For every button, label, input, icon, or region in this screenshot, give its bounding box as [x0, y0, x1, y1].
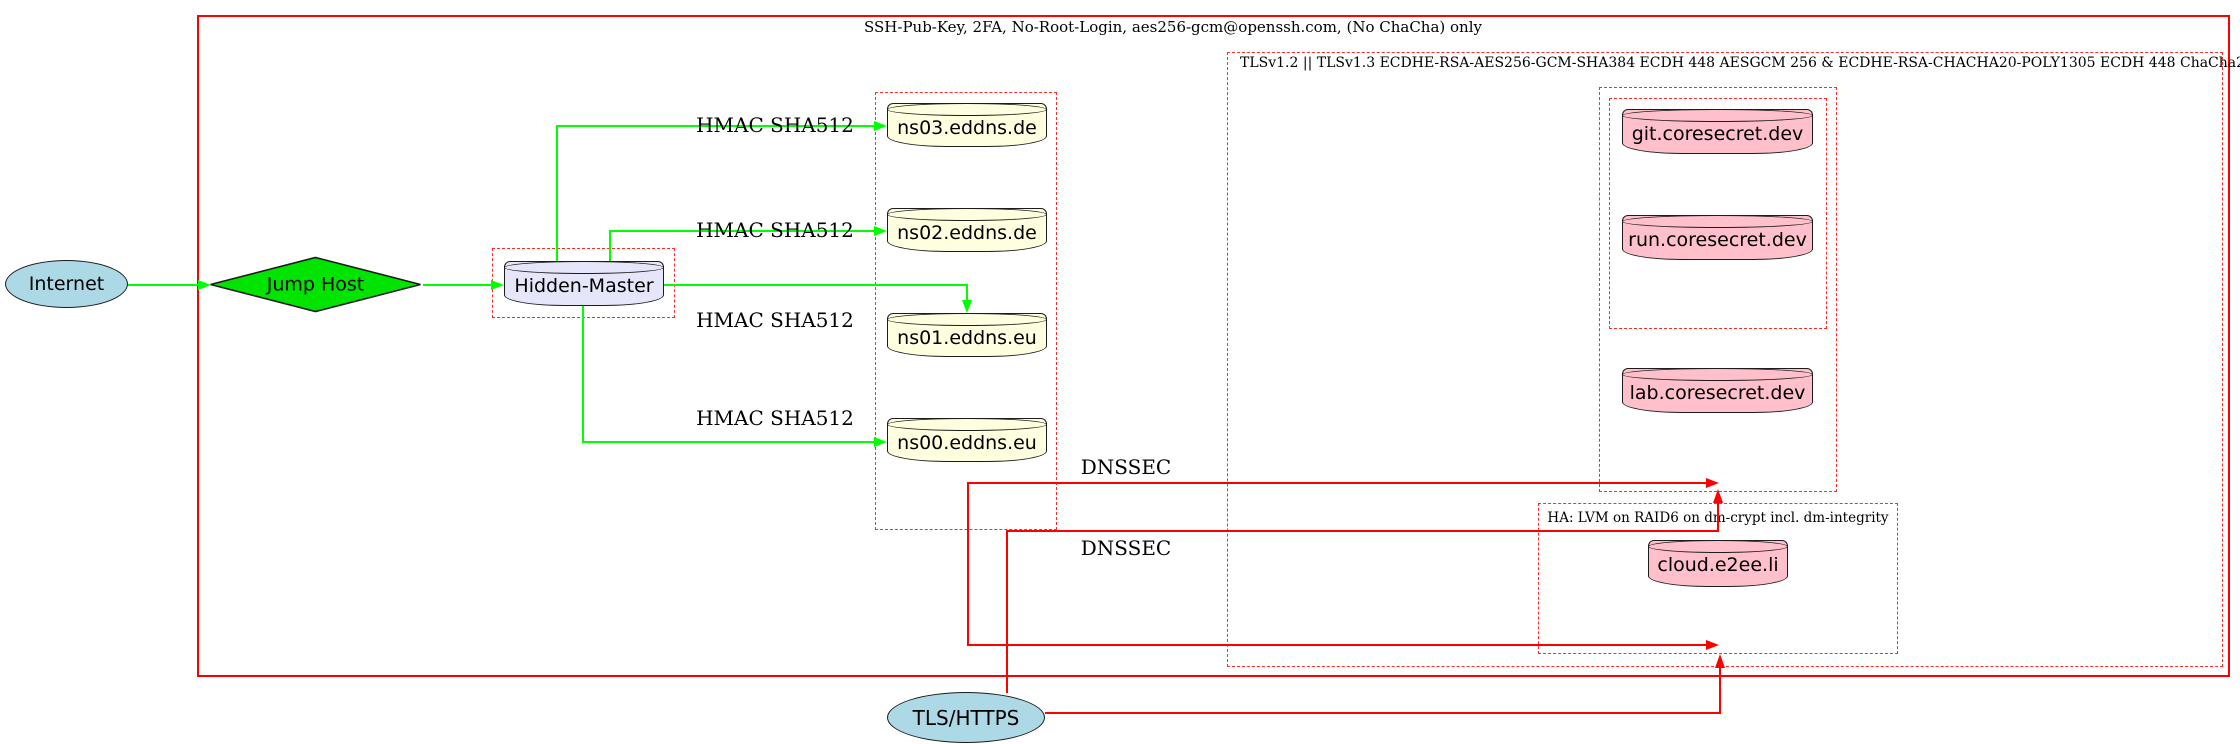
edge-tls-dev-v1	[1006, 530, 1008, 693]
arrowhead-internet-jumphost	[198, 280, 211, 290]
lab-node-label: lab.coresecret.dev	[1629, 382, 1806, 404]
cylinder-top	[1622, 215, 1813, 228]
arrowhead-hm-ns02	[874, 226, 887, 236]
tls-https-node: TLS/HTTPS	[887, 692, 1045, 743]
edge-jumphost-hiddenmaster	[423, 284, 491, 286]
hidden-master-node-label: Hidden-Master	[514, 275, 654, 297]
edge-tls-ha-h	[1045, 712, 1721, 714]
ns02-node-label: ns02.eddns.de	[897, 222, 1037, 244]
edge-dnssec2-h	[967, 644, 1707, 646]
arrowhead-tls-ha	[1715, 654, 1725, 668]
arrowhead-hm-ns01	[962, 300, 972, 313]
dnssec-label-1: DNSSEC	[1080, 455, 1172, 479]
edge-hm-ns03-v	[556, 125, 558, 263]
edge-internet-jumphost	[128, 284, 198, 286]
edge-hm-ns02-h	[609, 230, 874, 232]
arrowhead-dnssec1	[1706, 478, 1719, 488]
ns02-node: ns02.eddns.de	[887, 208, 1047, 252]
cylinder-top	[887, 313, 1047, 326]
edge-dnssec-v	[967, 482, 969, 646]
tls-cluster-box	[1227, 52, 2223, 667]
edge-tls-ha-v	[1719, 668, 1721, 714]
jump-host-diamond-shape	[210, 256, 421, 313]
git-node-label: git.coresecret.dev	[1631, 123, 1804, 145]
arrowhead-tls-dev	[1713, 489, 1723, 503]
edge-dnssec1-h	[967, 482, 1707, 484]
edge-hm-ns01-h	[664, 284, 968, 286]
internet-node-label: Internet	[28, 273, 105, 295]
ns00-node-label: ns00.eddns.eu	[897, 432, 1037, 454]
jump-host-node: Jump Host	[208, 256, 423, 313]
edge-tls-dev-h	[1007, 530, 1719, 532]
ns01-node: ns01.eddns.eu	[887, 313, 1047, 357]
git-node: git.coresecret.dev	[1622, 109, 1813, 154]
run-node-label: run.coresecret.dev	[1628, 229, 1807, 251]
edge-tls-dev-v2	[1717, 503, 1719, 532]
hmac-label-ns00: HMAC SHA512	[696, 406, 854, 430]
edge-hm-ns00-v	[582, 306, 584, 442]
cylinder-top	[1648, 540, 1788, 553]
tls-cluster-label: TLSv1.2 || TLSv1.3 ECDHE-RSA-AES256-GCM-…	[1240, 55, 2240, 71]
cylinder-top	[504, 261, 664, 274]
ns03-node: ns03.eddns.de	[887, 103, 1047, 147]
run-node: run.coresecret.dev	[1622, 215, 1813, 260]
cylinder-top	[887, 208, 1047, 221]
ssh-cluster-box	[197, 15, 2230, 677]
arrowhead-jumphost-hiddenmaster	[491, 280, 504, 290]
arrowhead-hm-ns00	[874, 437, 887, 447]
cylinder-top	[887, 418, 1047, 431]
lab-node: lab.coresecret.dev	[1622, 368, 1813, 413]
cylinder-top	[1622, 368, 1813, 381]
cylinder-top	[887, 103, 1047, 116]
hmac-label-ns01: HMAC SHA512	[696, 308, 854, 332]
edge-hm-ns00-h	[582, 441, 874, 443]
cloud-node-label: cloud.e2ee.li	[1657, 554, 1779, 576]
internet-node: Internet	[5, 260, 128, 308]
hmac-label-ns02: HMAC SHA512	[696, 218, 854, 242]
edge-hm-ns02-v	[609, 230, 611, 263]
edge-hm-ns03-h	[556, 125, 874, 127]
cloud-node: cloud.e2ee.li	[1648, 540, 1788, 587]
ns00-node: ns00.eddns.eu	[887, 418, 1047, 462]
jump-host-node-label: Jump Host	[266, 273, 365, 296]
tls-https-node-label: TLS/HTTPS	[912, 705, 1020, 730]
dev-inner-cluster-box	[1609, 98, 1827, 329]
hmac-label-ns03: HMAC SHA512	[696, 113, 854, 137]
arrowhead-hm-ns03	[874, 121, 887, 131]
dns-cluster-box	[875, 92, 1057, 530]
arrowhead-dnssec2	[1706, 640, 1719, 650]
ns01-node-label: ns01.eddns.eu	[897, 327, 1037, 349]
ssh-cluster-label: SSH-Pub-Key, 2FA, No-Root-Login, aes256-…	[864, 18, 1482, 36]
cylinder-top	[1622, 109, 1813, 122]
ns03-node-label: ns03.eddns.de	[897, 117, 1037, 139]
dnssec-label-2: DNSSEC	[1080, 536, 1172, 560]
hidden-master-node: Hidden-Master	[504, 261, 664, 306]
edge-hm-ns01-v	[966, 284, 968, 301]
